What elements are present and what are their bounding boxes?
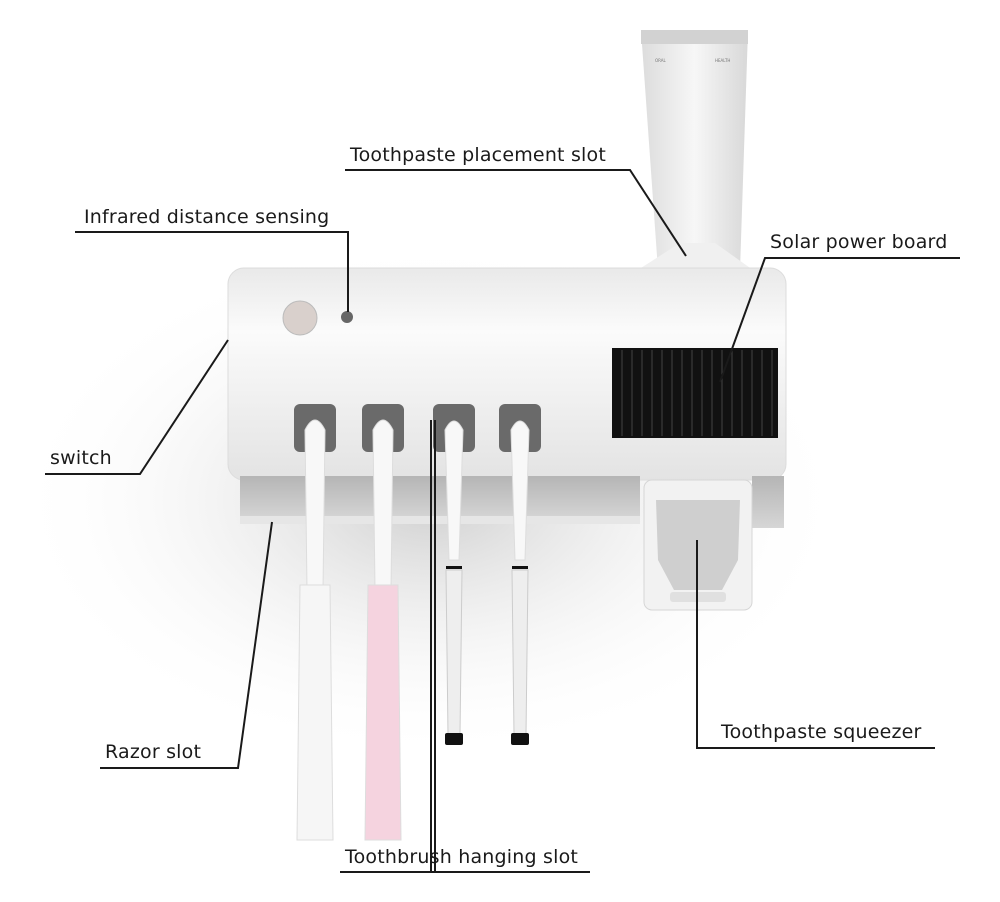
manual-brush-neck <box>444 420 464 561</box>
brush-band <box>512 566 528 569</box>
side-tray <box>752 476 784 528</box>
leader-switch <box>45 339 229 475</box>
leader-toothpaste-slot <box>345 169 687 257</box>
electric-brush-handle <box>296 584 334 841</box>
brush-cap <box>445 733 463 745</box>
leader-razor <box>100 521 273 769</box>
label-squeezer: Toothpaste squeezer <box>721 721 922 743</box>
tube-print-left: ORAL <box>655 58 667 63</box>
solar-panel <box>612 348 778 438</box>
brush-cap <box>511 733 529 745</box>
infrared-sensor <box>282 300 318 336</box>
leader-lines <box>45 169 960 873</box>
tray-lip <box>240 516 640 524</box>
indicator-light <box>341 311 353 323</box>
electric-brush-head <box>372 419 394 591</box>
label-toothpaste-slot: Toothpaste placement slot <box>350 144 606 166</box>
manual-brush-handle <box>511 569 529 736</box>
leader-solar <box>719 257 960 383</box>
label-solar: Solar power board <box>770 231 948 253</box>
label-switch: switch <box>50 447 112 469</box>
label-hanging: Toothbrush hanging slot <box>345 846 579 868</box>
brush-band <box>446 566 462 569</box>
electric-brush-handle <box>364 584 402 841</box>
tube-crimp <box>641 30 748 44</box>
leader-squeezer <box>696 540 935 749</box>
manual-brush-neck <box>510 420 530 561</box>
manual-brush-handle <box>445 569 463 736</box>
electric-brush-head <box>304 419 326 591</box>
leader-infrared <box>75 231 349 312</box>
toothpaste-funnel <box>630 243 760 275</box>
toothpaste-tube <box>641 30 748 270</box>
label-infrared: Infrared distance sensing <box>84 206 330 228</box>
razor-tray <box>240 476 640 520</box>
label-razor: Razor slot <box>105 741 202 763</box>
tube-print-right: HEALTH <box>715 58 730 63</box>
